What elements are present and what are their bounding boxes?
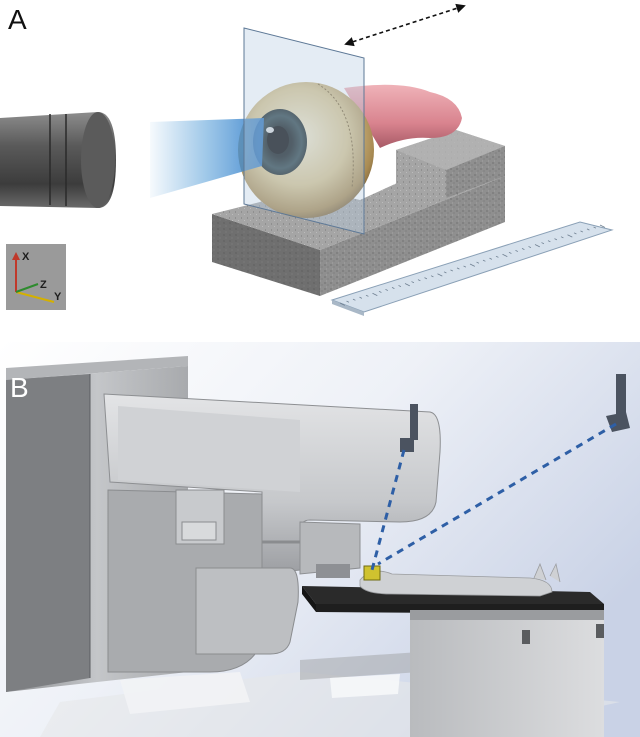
linac-drum <box>107 489 300 673</box>
panel-label-a: A <box>8 4 27 35</box>
patient-figure <box>359 562 561 597</box>
eyeball <box>238 82 374 218</box>
light-beam <box>150 118 264 198</box>
axis-label-y: Y <box>54 291 62 303</box>
panel-a: A <box>0 0 640 340</box>
axis-label-x: X <box>22 251 30 263</box>
linac-gantry <box>103 393 441 578</box>
camera-icon <box>400 404 418 452</box>
axis-label-z: Z <box>40 279 47 291</box>
panel-label-b: B <box>10 372 29 403</box>
panel-b: B <box>0 342 640 737</box>
camera-lens <box>0 112 116 208</box>
panel-b-illustration <box>0 342 640 737</box>
scanning-plane <box>243 27 365 235</box>
ruler <box>330 221 614 316</box>
panel-a-illustration: X Z Y <box>0 3 614 316</box>
concrete-block <box>212 130 505 296</box>
double-arrow-icon <box>344 3 466 47</box>
optic-nerve <box>344 84 462 148</box>
axes-gizmo-icon: X Z Y <box>6 244 66 310</box>
